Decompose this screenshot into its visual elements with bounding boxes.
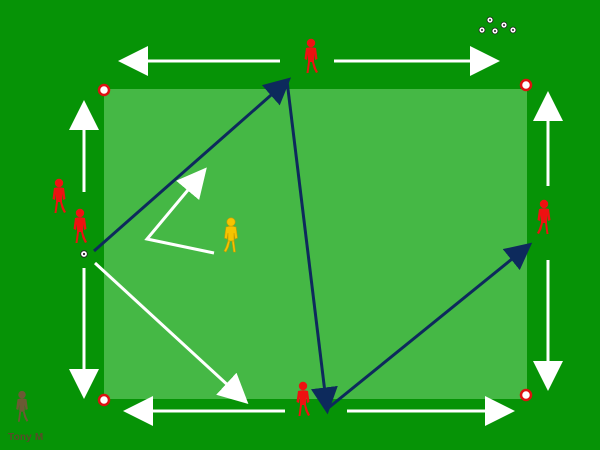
attacker-left (73, 208, 87, 243)
attacker-top (304, 38, 318, 73)
pass-2 (285, 80, 338, 415)
author-credit: Tony M (8, 432, 44, 443)
spare-ball (509, 26, 517, 34)
defender-move-arrow (144, 167, 215, 255)
perimeter-arrows (69, 46, 563, 426)
player-silhouette-logo (16, 390, 29, 422)
cone-bottom-left (97, 393, 111, 407)
cone-bottom-right (519, 388, 533, 402)
movement-arrows (93, 167, 249, 405)
attacker-right (537, 199, 551, 234)
spare-ball (478, 26, 486, 34)
spare-ball (500, 21, 508, 29)
cone-top-right (519, 78, 533, 92)
pass-1 (93, 77, 292, 253)
pass-3 (326, 242, 533, 411)
run-arrow-diagonal (93, 261, 249, 405)
pass-lines (93, 77, 533, 415)
attacker-left-back (52, 178, 66, 213)
spare-balls (478, 16, 517, 35)
cones (97, 78, 533, 407)
spare-ball (486, 16, 494, 24)
cone-top-left (97, 83, 111, 97)
ball (80, 250, 88, 258)
spare-ball (491, 27, 499, 35)
